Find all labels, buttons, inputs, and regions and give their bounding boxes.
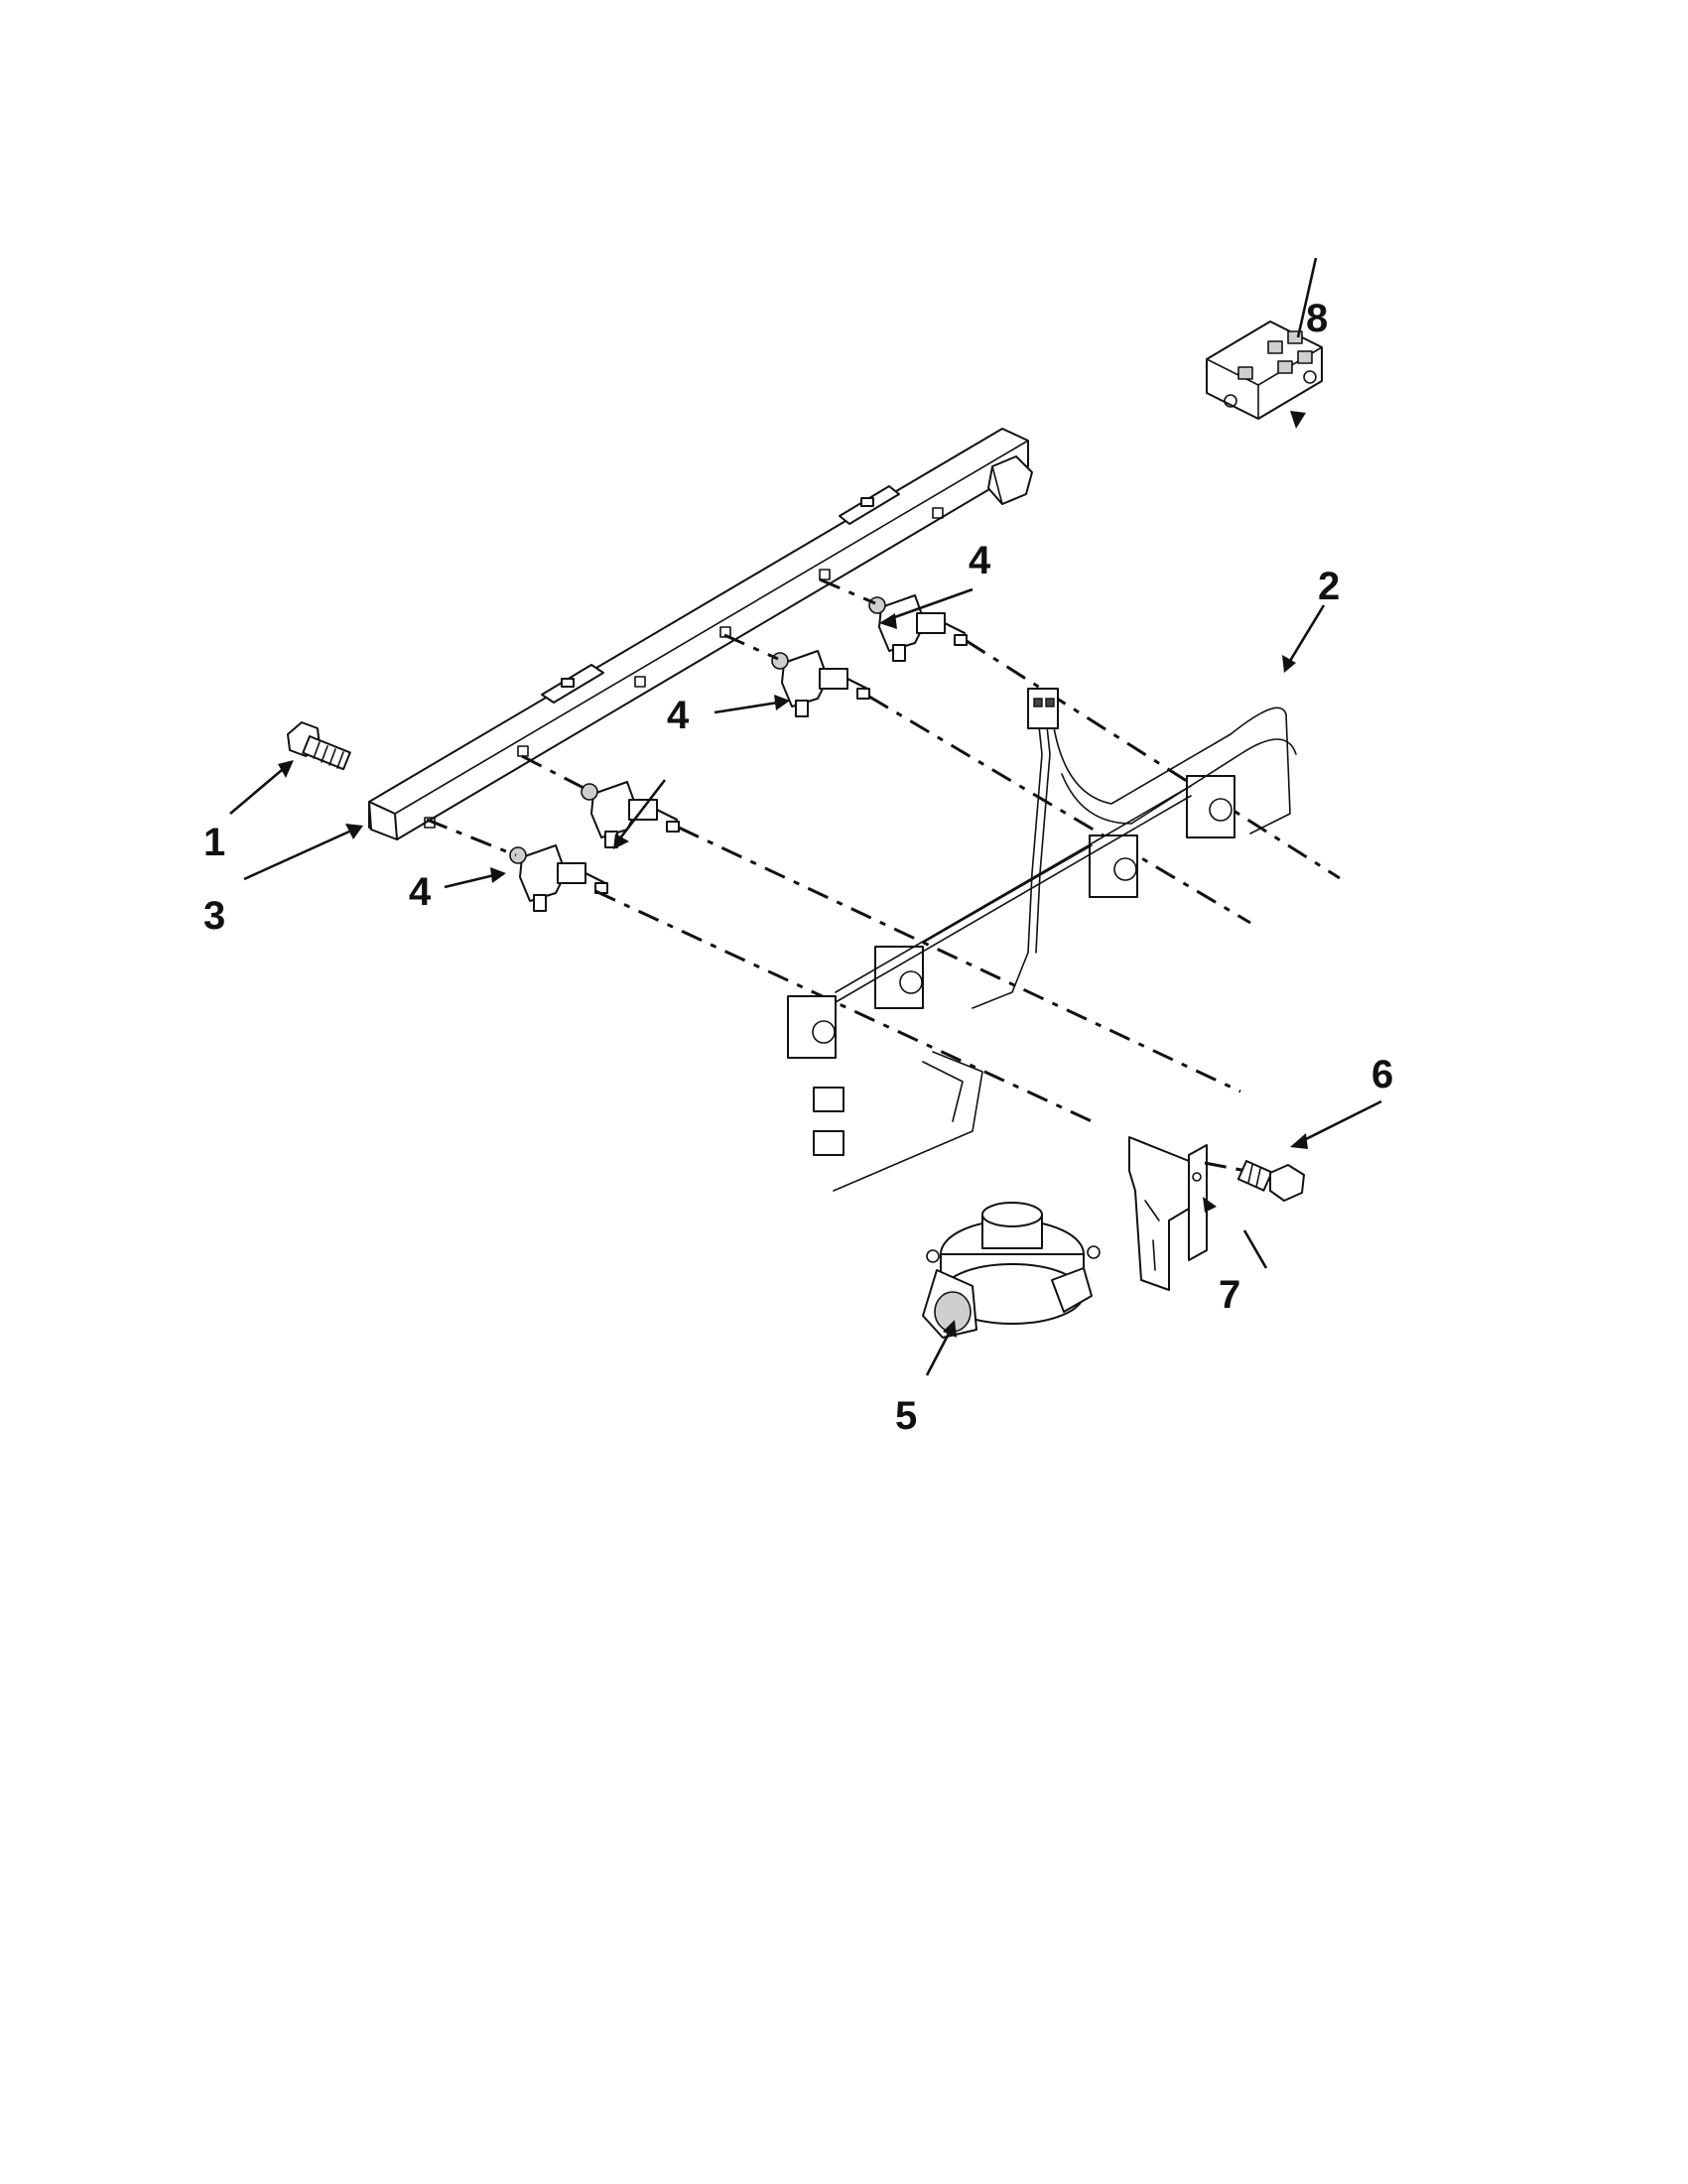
leader-arrows (229, 257, 1382, 1376)
igniter-switch-4 (868, 594, 968, 662)
bracket (1128, 1136, 1208, 1291)
callout-3: 3 (203, 894, 225, 938)
bolt (287, 721, 351, 771)
callout-5: 5 (895, 1394, 917, 1438)
callout-7: 7 (1219, 1273, 1240, 1317)
callout-4c: 4 (409, 870, 432, 914)
screw (1204, 1159, 1305, 1202)
pressure-regulator (922, 1202, 1101, 1339)
callout-6: 6 (1371, 1053, 1393, 1096)
callout-1: 1 (203, 821, 225, 864)
callout-8: 8 (1306, 297, 1328, 340)
callout-2: 2 (1318, 565, 1340, 608)
igniter-switch-3 (771, 650, 870, 717)
igniter-switch-1 (509, 844, 608, 912)
manifold-bar (368, 428, 1033, 840)
assembly-lines (426, 578, 1341, 1123)
igniter-switch-2 (581, 781, 680, 848)
callout-4a: 4 (969, 539, 991, 582)
wire-harness (787, 688, 1297, 1192)
terminal-block (1206, 321, 1323, 420)
callout-4b: 4 (667, 694, 690, 737)
